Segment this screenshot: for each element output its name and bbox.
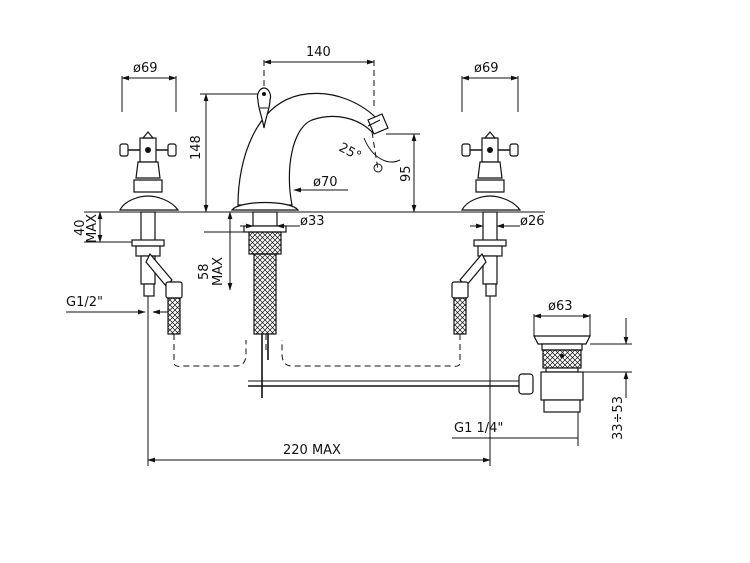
dim-spout-angle: 25° <box>336 140 363 164</box>
dim-outlet-height: 95 <box>399 165 414 182</box>
dim-valve-shank: ø26 <box>520 214 545 229</box>
dim-inlet-thread: G1/2" <box>66 295 103 310</box>
dim-spout-spread: 140 <box>306 45 331 60</box>
dim-body-shank: ø33 <box>300 214 325 229</box>
dim-waste-thread: G1 1/4" <box>454 421 503 436</box>
dim-mixer-depth-max: MAX <box>211 257 226 286</box>
spout <box>230 87 389 398</box>
dim-waste-flange: ø63 <box>548 299 573 314</box>
dim-deck-thickness: 40 <box>73 219 88 236</box>
dim-mixer-depth: 58 <box>197 263 212 280</box>
left-hose <box>173 334 247 367</box>
right-valve <box>451 131 522 335</box>
dim-spout-base: ø70 <box>313 175 338 190</box>
right-hose <box>281 334 461 367</box>
dim-left-handle: ø69 <box>133 61 158 76</box>
dim-waste-range: 33÷53 <box>611 396 626 440</box>
dim-spout-height: 148 <box>189 135 204 160</box>
dim-right-handle: ø69 <box>474 61 499 76</box>
dim-overall-width: 220 MAX <box>283 443 341 458</box>
dim-deck-thickness-max: MAX <box>85 214 100 243</box>
waste-assembly <box>533 335 591 413</box>
left-valve <box>119 131 183 335</box>
